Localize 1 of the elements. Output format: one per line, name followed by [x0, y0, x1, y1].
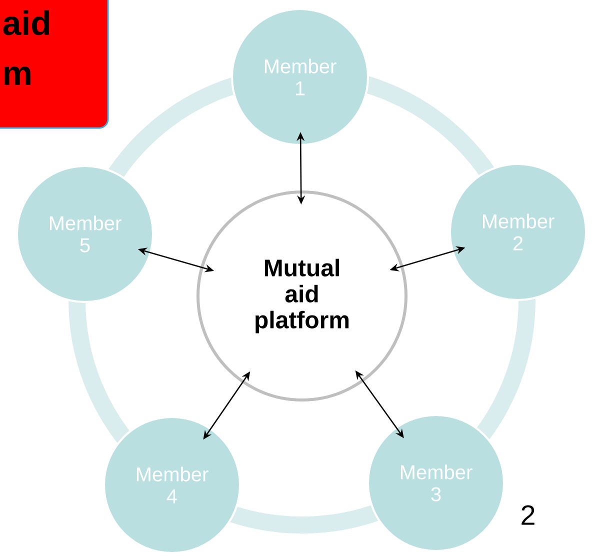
title-box: aid m: [0, 0, 109, 129]
